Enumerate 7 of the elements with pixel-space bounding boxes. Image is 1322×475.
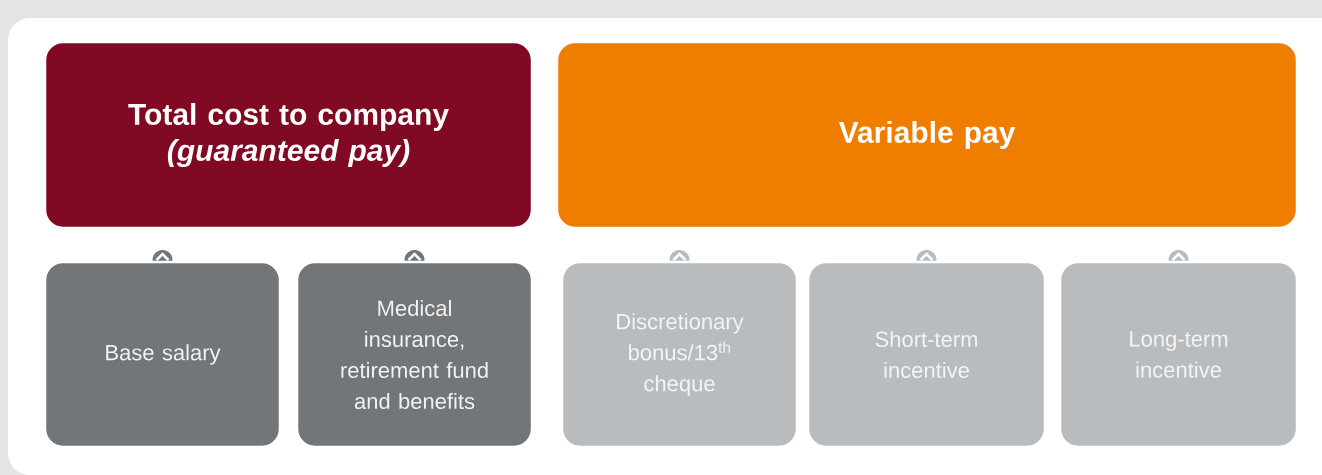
component-box: Short-term incentive xyxy=(806,250,1047,449)
component-box: Base salary xyxy=(43,250,282,449)
component-box: Discretionary bonus/13$^{th}$ cheque xyxy=(560,250,799,449)
component-box: Medical insurance, retirement fund and benefits xyxy=(295,250,534,449)
category-box: Variable pay xyxy=(555,40,1299,230)
component-box: Long-term incentive xyxy=(1058,250,1299,449)
category-box: Total cost to company (guaranteed pay) xyxy=(43,40,534,230)
